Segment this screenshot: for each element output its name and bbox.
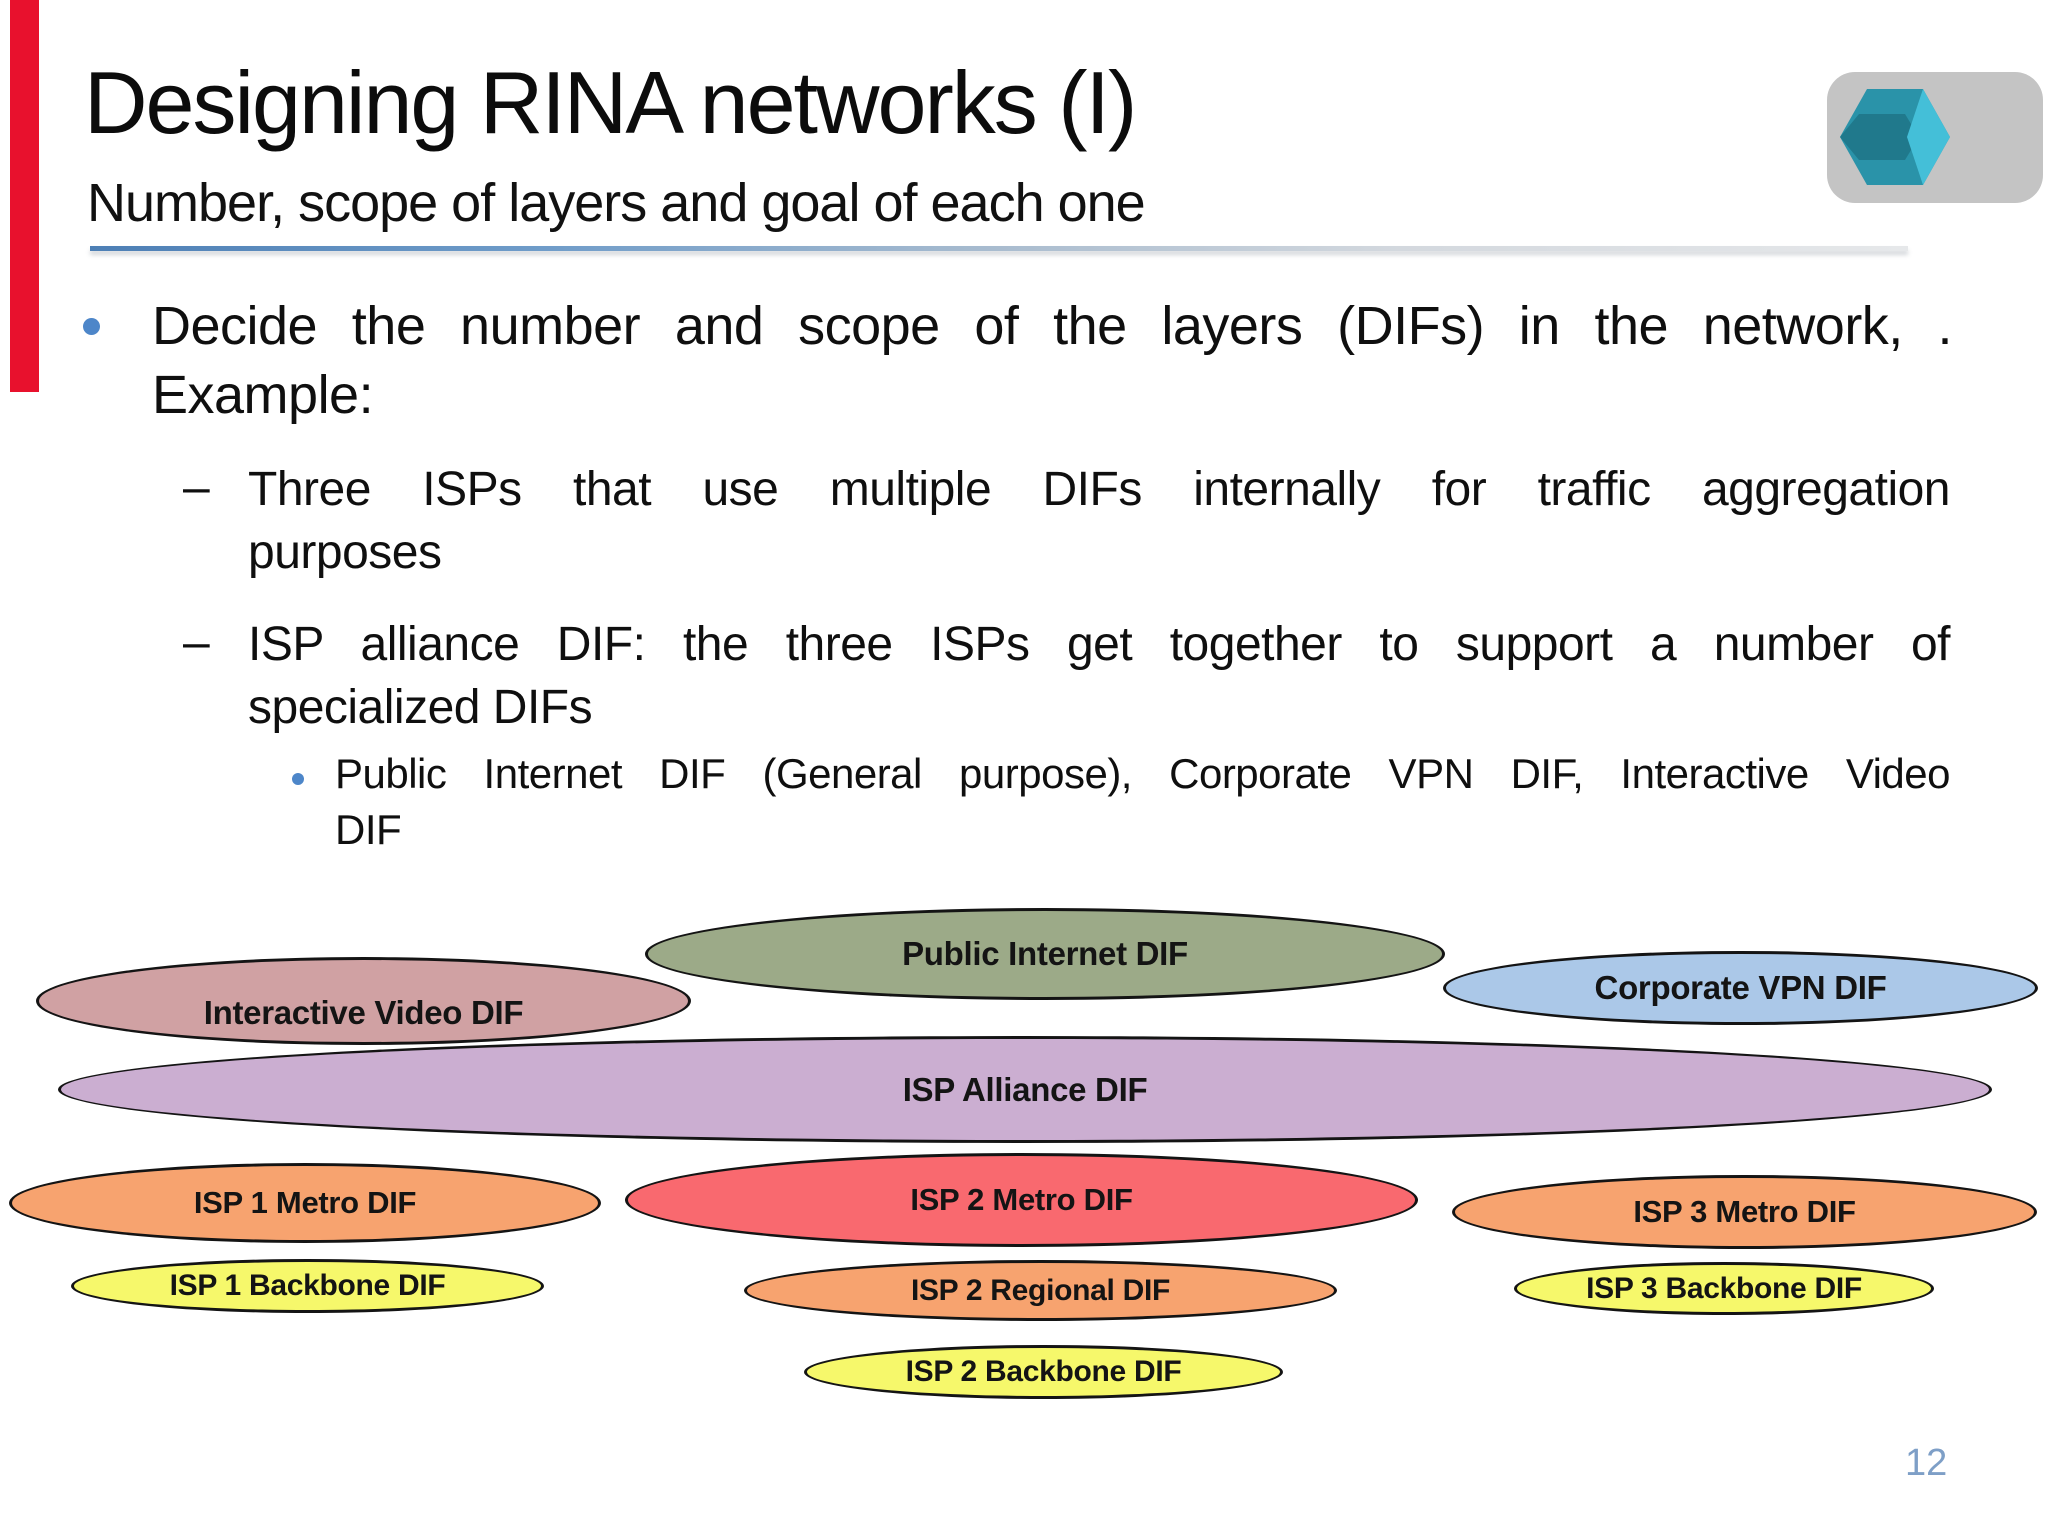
dash-bullet2-marker: – [183, 616, 210, 669]
ellipse-label: Corporate VPN DIF [1594, 969, 1887, 1006]
dash-bullet2-line1: ISP alliance DIF: the three ISPs get tog… [248, 618, 1951, 671]
isp2-backbone-dif-ellipse: ISP 2 Backbone DIF [804, 1345, 1283, 1399]
dash-bullet1-line2: purposes [248, 526, 442, 579]
dash-bullet1-line1: Three ISPs that use multiple DIFs intern… [248, 463, 1951, 516]
bullet1-line2: Example: [152, 365, 374, 425]
page-title: Designing RINA networks (I) [84, 53, 1137, 152]
isp3-backbone-dif-ellipse: ISP 3 Backbone DIF [1514, 1262, 1934, 1315]
corporate-vpn-dif-ellipse: Corporate VPN DIF [1443, 951, 2038, 1025]
ellipse-label: ISP 1 Backbone DIF [169, 1269, 446, 1302]
isp1-backbone-dif-ellipse: ISP 1 Backbone DIF [71, 1259, 544, 1313]
isp2-regional-dif-ellipse: ISP 2 Regional DIF [744, 1260, 1337, 1321]
sub-bullet-line2: DIF [335, 806, 402, 853]
bullet-dot-level1 [83, 318, 100, 335]
dash-bullet1-marker: – [183, 461, 210, 514]
isp1-metro-dif-ellipse: ISP 1 Metro DIF [9, 1163, 601, 1243]
ellipse-label: ISP 2 Metro DIF [910, 1182, 1133, 1217]
isp2-metro-dif-ellipse: ISP 2 Metro DIF [625, 1153, 1418, 1247]
public-internet-dif-ellipse: Public Internet DIF [645, 908, 1445, 1000]
header-divider [90, 246, 1908, 251]
interactive-video-dif-ellipse: Interactive Video DIF [36, 957, 691, 1045]
bullet1-line1: Decide the number and scope of the layer… [152, 296, 1953, 356]
red-accent-bar [10, 0, 39, 392]
ellipse-label: ISP 2 Backbone DIF [905, 1355, 1182, 1388]
ellipse-label: ISP 1 Metro DIF [193, 1185, 417, 1220]
ellipse-label: ISP 3 Metro DIF [1633, 1194, 1856, 1229]
ellipse-label: Interactive Video DIF [203, 993, 524, 1031]
isp3-metro-dif-ellipse: ISP 3 Metro DIF [1452, 1175, 2037, 1249]
ellipse-label: ISP Alliance DIF [902, 1070, 1148, 1108]
dash-bullet2-line2: specialized DIFs [248, 681, 593, 734]
isp-alliance-dif-ellipse: ISP Alliance DIF [58, 1036, 1992, 1143]
ellipse-label: ISP 3 Backbone DIF [1586, 1271, 1862, 1305]
sub-bullet-line1: Public Internet DIF (General purpose), C… [335, 750, 1951, 797]
ellipse-label: ISP 2 Regional DIF [910, 1273, 1171, 1307]
page-subtitle: Number, scope of layers and goal of each… [87, 173, 1146, 233]
bullet-dot-level3 [292, 773, 304, 785]
page-number: 12 [1905, 1442, 1948, 1484]
ellipse-label: Public Internet DIF [902, 935, 1188, 972]
hexagon-cube-logo [1827, 72, 2048, 203]
